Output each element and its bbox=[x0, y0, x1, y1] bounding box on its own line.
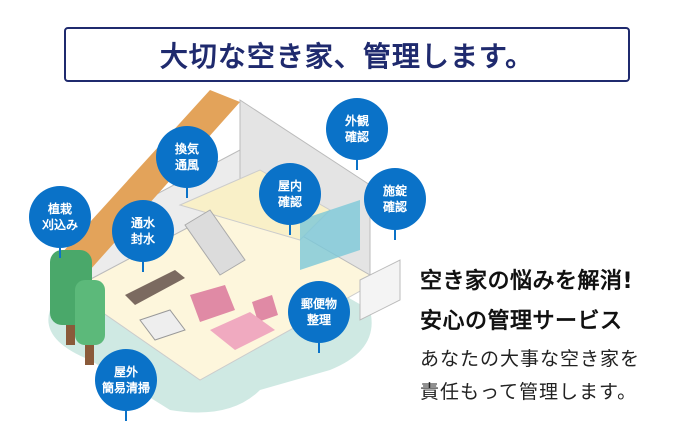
bubble-water-flow: 通水封水 bbox=[112, 200, 174, 272]
body-line1: あなたの大事な空き家を bbox=[420, 348, 641, 370]
headline-line2: 安心の管理サービス bbox=[420, 309, 623, 334]
body-line2: 責任もって管理します。 bbox=[420, 381, 638, 403]
bubble-lock-check: 施錠確認 bbox=[364, 168, 426, 240]
bubble-mail-sorting: 郵便物整理 bbox=[288, 281, 350, 353]
bubble-label: 屋外 bbox=[113, 365, 138, 379]
bubble-outdoor-cleaning: 屋外簡易清掃 bbox=[95, 349, 157, 421]
bubble-plant-trimming: 植栽刈込み bbox=[29, 186, 91, 258]
banner-title: 大切な空き家、管理します。 bbox=[159, 39, 535, 73]
bubble-label: 確認 bbox=[344, 130, 369, 144]
stairs bbox=[184, 209, 246, 276]
bubble-label: 確認 bbox=[277, 195, 302, 209]
bubble-label: 郵便物 bbox=[300, 297, 337, 311]
bubble-label: 刈込み bbox=[41, 218, 78, 232]
bubble-label: 確認 bbox=[382, 200, 407, 214]
title-banner: 大切な空き家、管理します。 bbox=[64, 27, 630, 82]
headline-line1: 空き家の悩みを解消! bbox=[420, 269, 634, 294]
entrance bbox=[359, 259, 401, 321]
kitchen-counter bbox=[125, 270, 185, 305]
bubble-label: 植栽 bbox=[47, 202, 72, 216]
rug bbox=[210, 312, 275, 350]
bubble-label: 外観 bbox=[344, 114, 369, 128]
bubble-label: 屋内 bbox=[277, 179, 302, 193]
bubble-ventilation: 換気通風 bbox=[156, 126, 218, 198]
bubble-label: 通風 bbox=[174, 158, 199, 172]
glass-room bbox=[300, 200, 360, 270]
bubble-indoor-check: 屋内確認 bbox=[259, 163, 321, 235]
bubble-label: 換気 bbox=[174, 142, 199, 156]
dining-table bbox=[139, 309, 186, 341]
bubble-label: 簡易清掃 bbox=[101, 381, 150, 395]
tree-icon bbox=[50, 250, 105, 365]
bubble-label: 通水 bbox=[130, 216, 155, 230]
bubble-exterior-check: 外観確認 bbox=[326, 98, 388, 170]
bubble-label: 整理 bbox=[306, 313, 331, 327]
bubble-label: 施錠 bbox=[382, 184, 407, 198]
sofa bbox=[190, 285, 235, 322]
bubble-label: 封水 bbox=[130, 232, 155, 246]
armchair bbox=[252, 295, 278, 322]
